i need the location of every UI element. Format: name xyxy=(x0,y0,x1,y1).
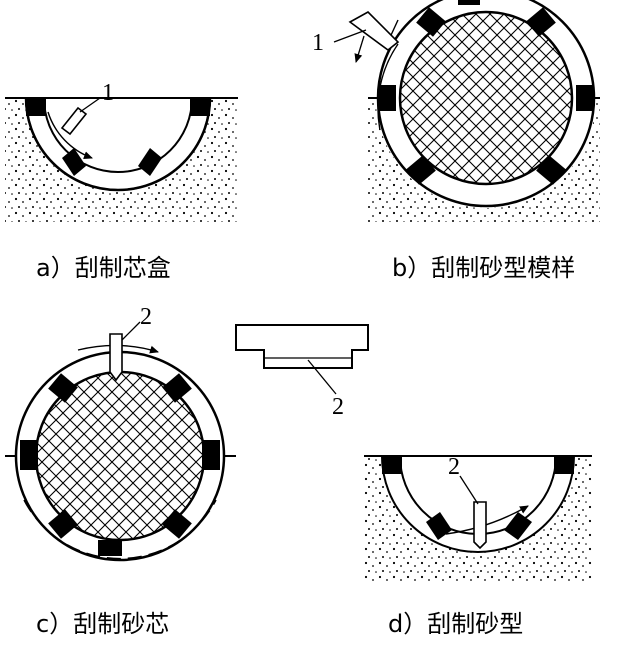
leader-2-d xyxy=(459,475,479,505)
callout-2-d: 2 xyxy=(448,454,460,480)
wall-blocks-a xyxy=(26,98,210,176)
panel-b: 1 b）刮制砂型模样 xyxy=(312,0,600,282)
sand-bed-b xyxy=(368,98,600,222)
callout-2-detail: 2 xyxy=(332,394,344,420)
leader-2-detail xyxy=(307,359,337,395)
core-box-shell-a xyxy=(24,97,212,192)
sweep-arrow-b2 xyxy=(354,35,365,63)
caption-c: c）刮制砂芯 xyxy=(36,610,169,638)
ring-blocks-c xyxy=(20,373,220,556)
dashed-sweep-c xyxy=(23,499,217,560)
scraper-tool-1-b xyxy=(348,11,400,52)
scraper-tool-2-c xyxy=(109,333,123,382)
callout-2-c: 2 xyxy=(140,304,152,330)
leader-1-a xyxy=(79,97,101,113)
leader-1-b xyxy=(333,29,367,43)
callout-1-a: 1 xyxy=(102,80,114,106)
wall-blocks-d xyxy=(382,456,574,540)
pattern-core-b xyxy=(398,10,574,186)
panel-d: 2 d）刮制砂型 xyxy=(364,454,592,638)
scraping-path-a xyxy=(47,111,93,160)
scraper-tool-2-d xyxy=(473,501,487,550)
panel-a: 1 a）刮制芯盒 xyxy=(5,80,238,282)
sand-bed-d xyxy=(364,456,592,584)
scraping-path-b xyxy=(377,43,399,131)
panel-c: 2 c）刮制砂芯 xyxy=(5,304,236,638)
caption-d: d）刮制砂型 xyxy=(388,610,523,638)
sand-bed-a xyxy=(5,98,238,222)
caption-b: b）刮制砂型模样 xyxy=(392,254,575,282)
tool-detail: 2 xyxy=(235,324,369,420)
leader-2-c xyxy=(121,321,141,341)
callout-1-b: 1 xyxy=(312,30,324,56)
scraper-profile xyxy=(235,324,369,369)
ring-blocks-b xyxy=(378,0,594,185)
scraping-path-d xyxy=(445,505,529,535)
scraper-tool-1-a xyxy=(60,106,88,136)
caption-a: a）刮制芯盒 xyxy=(36,254,171,282)
